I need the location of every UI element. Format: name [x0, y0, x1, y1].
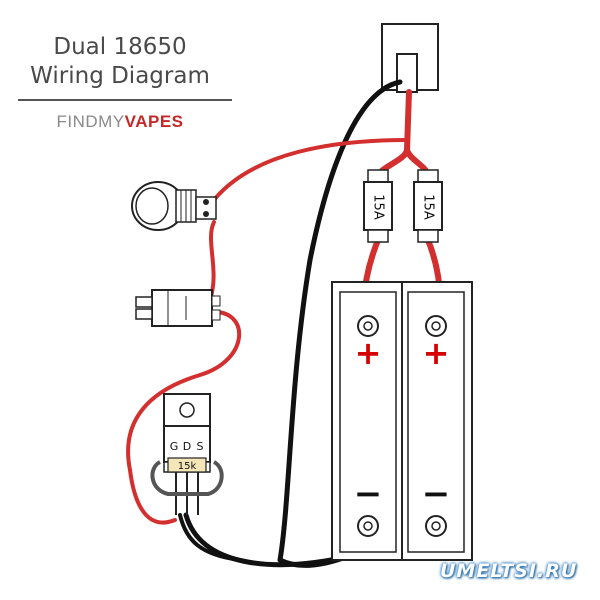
- battery-left-positive: +: [355, 334, 382, 372]
- battery-sled: [331, 281, 473, 561]
- title-line-1: Dual 18650: [53, 34, 187, 60]
- mosfet-pin-g: G: [170, 440, 179, 453]
- red-wire-switch-gate: [126, 309, 241, 525]
- resistor-label: 15k: [178, 461, 197, 472]
- battery-right-negative: −: [422, 474, 451, 514]
- brand-part-1: FINDMY: [56, 112, 125, 131]
- resistor-icon: [167, 457, 207, 473]
- fuse-right: [413, 169, 443, 243]
- black-wire-drain: [178, 513, 242, 562]
- black-wire-source: [183, 512, 358, 568]
- battery-right-positive: +: [423, 334, 450, 372]
- output-connector: [381, 23, 439, 93]
- title-line-2: Wiring Diagram: [30, 63, 210, 89]
- battery-left-negative: −: [354, 474, 383, 514]
- slide-switch-icon: [135, 289, 221, 327]
- mosfet-pin-d: D: [183, 440, 191, 453]
- red-wire-to-button: [208, 138, 409, 207]
- watermark: UMELTSI.RU: [440, 560, 578, 582]
- fire-button-icon: [131, 181, 217, 231]
- brand-part-2: VAPES: [124, 112, 184, 131]
- brand-logo: FINDMYVAPES: [0, 112, 240, 132]
- title-divider: [18, 99, 232, 101]
- red-wire-button-switch: [208, 220, 216, 302]
- mosfet-icon: [150, 393, 224, 515]
- fuse-left: [363, 169, 393, 243]
- fuse-label-right: 15A: [421, 194, 436, 220]
- fuse-label-left: 15A: [371, 194, 386, 220]
- mosfet-pin-s: S: [197, 440, 204, 453]
